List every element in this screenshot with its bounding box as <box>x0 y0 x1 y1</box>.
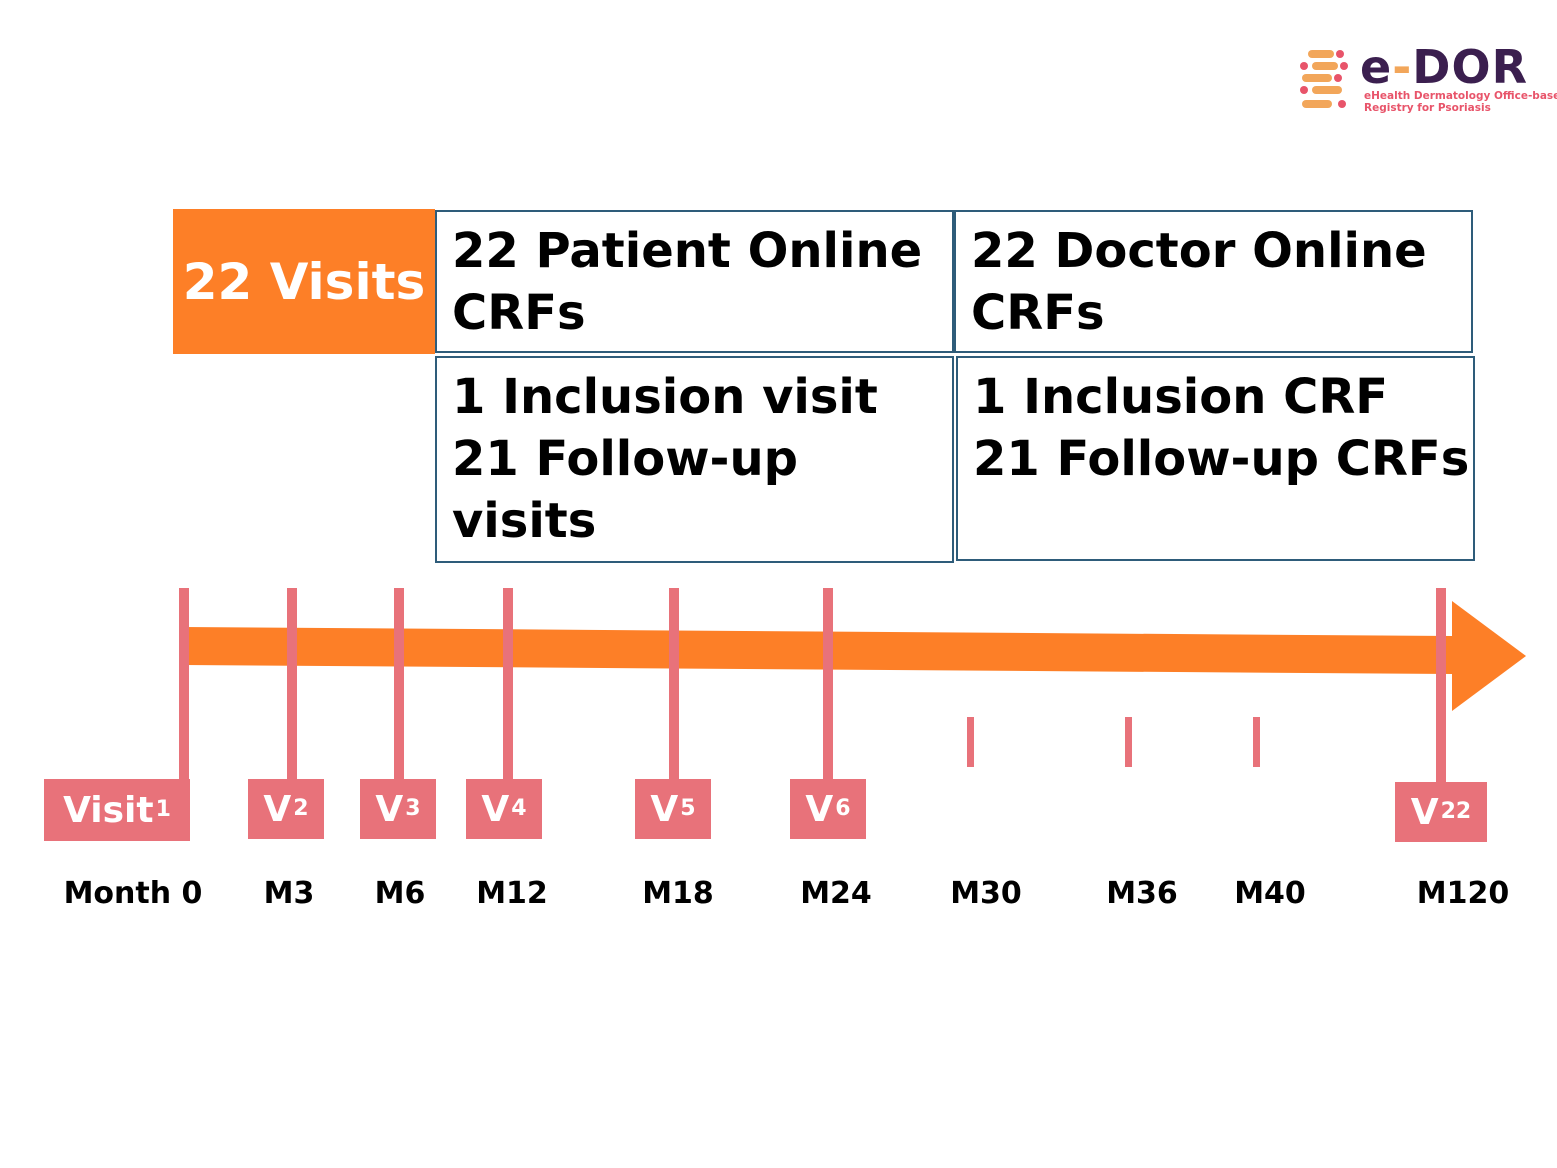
patient-crfs-box: 22 Patient Online CRFs <box>435 210 954 353</box>
timeline-arrow-head <box>1452 601 1526 711</box>
month-label: M3 <box>263 876 315 911</box>
doctor-followup-box: 1 Inclusion CRF 21 Follow-up CRFs <box>956 356 1475 561</box>
tick-m24 <box>823 588 833 782</box>
tick-m6 <box>394 588 404 782</box>
doctor-crfs-box: 22 Doctor Online CRFs <box>954 210 1473 353</box>
month-label: M6 <box>374 876 426 911</box>
timeline <box>179 588 1526 784</box>
doctor-followup-line: 1 Inclusion CRF <box>973 369 1389 425</box>
month-label: M36 <box>1106 876 1178 911</box>
logo-subtitle: eHealth Dermatology Office-based Registr… <box>1364 90 1557 114</box>
tick-m36 <box>1125 717 1132 767</box>
tick-m3 <box>287 588 297 782</box>
visits-label: 22 Visits <box>182 252 426 311</box>
patient-visits-line: visits <box>452 493 597 549</box>
edor-logo: e-DOR eHealth Dermatology Office-based R… <box>1300 40 1557 124</box>
patient-visits-line: 1 Inclusion visit <box>452 369 878 425</box>
patient-visits-box: 1 Inclusion visit 21 Follow-up visits <box>435 356 954 563</box>
tick-m120 <box>1436 588 1446 784</box>
month-label: M40 <box>1234 876 1306 911</box>
month-label: M18 <box>642 876 714 911</box>
tick-m12 <box>503 588 513 782</box>
timeline-arrow-body <box>183 627 1452 674</box>
doctor-crfs-line: 22 Doctor Online <box>971 223 1427 279</box>
doctor-followup-line: 21 Follow-up CRFs <box>973 431 1470 487</box>
patient-visits-line: 21 Follow-up <box>452 431 799 487</box>
patient-crfs-line: CRFs <box>452 285 586 341</box>
tick-month-0 <box>179 588 189 782</box>
visits-box: 22 Visits <box>173 209 435 354</box>
month-label: Month 0 <box>63 876 203 911</box>
visit-label-1: Visit 1 <box>44 779 190 841</box>
tick-m30 <box>967 717 974 767</box>
tick-m18 <box>669 588 679 782</box>
tick-m40 <box>1253 717 1260 767</box>
month-label: M12 <box>476 876 548 911</box>
logo-dots-icon <box>1300 50 1348 108</box>
month-label: M30 <box>950 876 1022 911</box>
doctor-crfs-line: CRFs <box>971 285 1105 341</box>
logo-wordmark: e-DOR <box>1360 40 1529 94</box>
month-label: M120 <box>1416 876 1510 911</box>
patient-crfs-line: 22 Patient Online <box>452 223 923 279</box>
month-label: M24 <box>800 876 872 911</box>
